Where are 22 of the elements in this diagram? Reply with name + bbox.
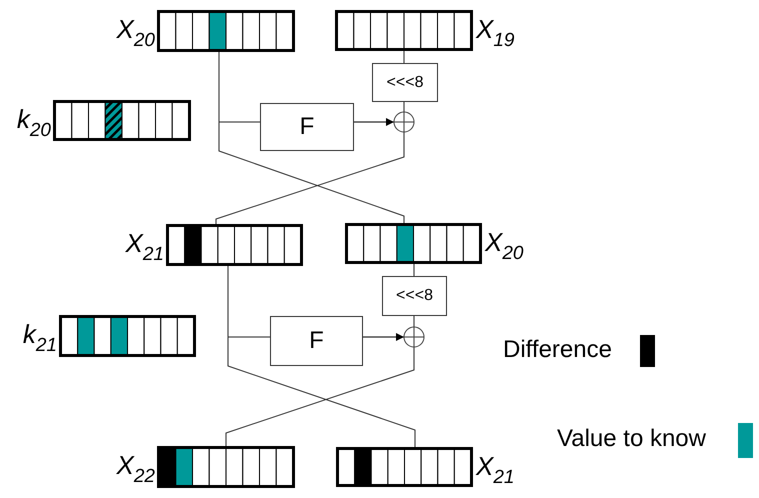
connector-line [226,346,414,446]
register-label: X$_{20}$ [485,227,524,266]
function-box: F [260,103,354,151]
rotate-box: <<<8 [382,276,447,316]
connector-line [216,132,404,224]
register-label: k$_{20}$ [16,104,51,143]
register-label: X$_{21}$ [126,228,164,267]
legend-label: Difference [503,336,612,364]
register-label: k$_{21}$ [22,319,57,358]
arrow [363,333,404,341]
xor-symbol [403,326,425,348]
rotate-box: <<<8 [372,63,438,102]
register-label: X$_{22}$ [116,450,155,489]
register-label: X$_{19}$ [476,14,514,53]
function-box: F [270,316,363,366]
register-label: X$_{21}$ [476,451,514,490]
arrow [354,118,394,126]
connector-line [218,52,404,224]
xor-symbol [393,111,415,133]
legend-label: Value to know [557,425,706,453]
register-label: X$_{20}$ [116,14,155,53]
connector-line [228,266,416,448]
